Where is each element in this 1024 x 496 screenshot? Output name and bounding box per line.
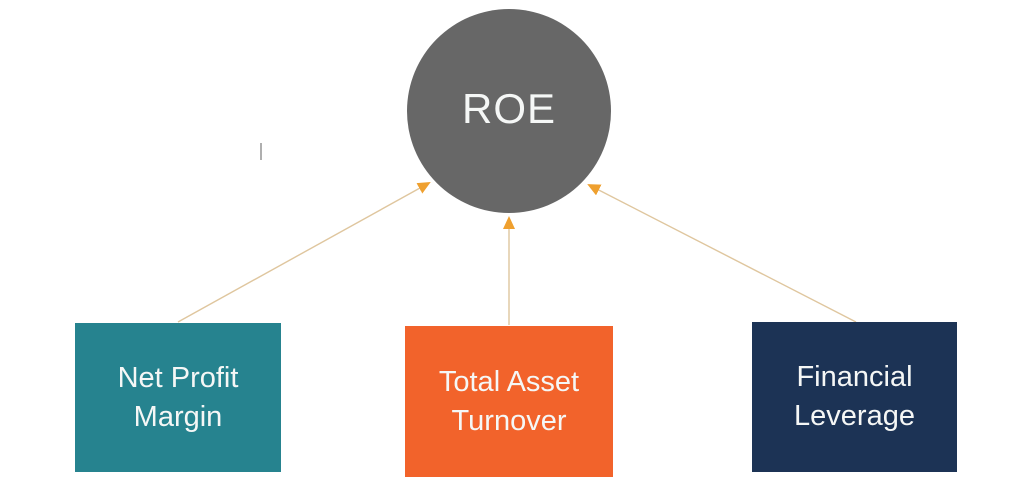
financial-leverage-node: Financial Leverage [752, 322, 957, 472]
arrow-financial-leverage-to-roe [587, 184, 857, 323]
financial-leverage-label: Financial Leverage [794, 361, 915, 432]
total-asset-turnover-label: Total Asset Turnover [438, 365, 580, 437]
stray-tick-mark [260, 143, 262, 160]
arrow-net-profit-margin-to-roe [177, 182, 431, 323]
roe-label: ROE [461, 85, 556, 132]
total-asset-turnover-node: Total Asset Turnover [405, 326, 613, 477]
net-profit-margin-label: Net Profit Margin [117, 361, 239, 433]
net-profit-margin-node: Net Profit Margin [75, 323, 281, 472]
roe-circle-node: ROE [407, 9, 611, 213]
